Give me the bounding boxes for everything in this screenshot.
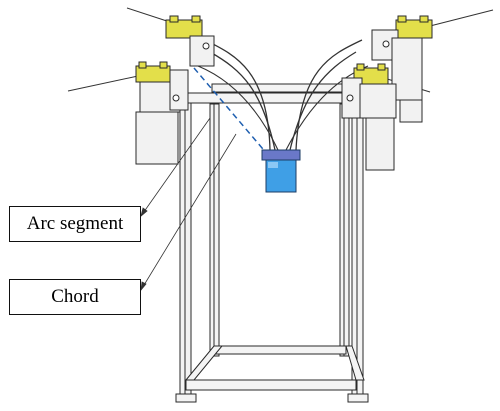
winch-unit-top-left [165, 15, 215, 67]
chord-label: Chord [9, 279, 141, 315]
frame-top-front-beam [187, 92, 355, 104]
frame-bottom-front-beam [185, 379, 357, 391]
winch-unit-left [135, 61, 189, 165]
arc-segment-leader [140, 117, 211, 217]
winch-unit-right [341, 63, 397, 171]
chord-dashed-line [193, 67, 269, 156]
cables [67, 7, 494, 151]
end-effector [261, 149, 301, 193]
aluminum-frame [175, 83, 369, 403]
frame-top-back-beam [211, 83, 345, 93]
winch-unit-top-right [371, 15, 433, 123]
leader-lines [140, 117, 237, 292]
chord-leader [140, 133, 237, 291]
arc-segment-label: Arc segment [9, 206, 141, 242]
frame-bottom-back-beam [213, 345, 347, 355]
